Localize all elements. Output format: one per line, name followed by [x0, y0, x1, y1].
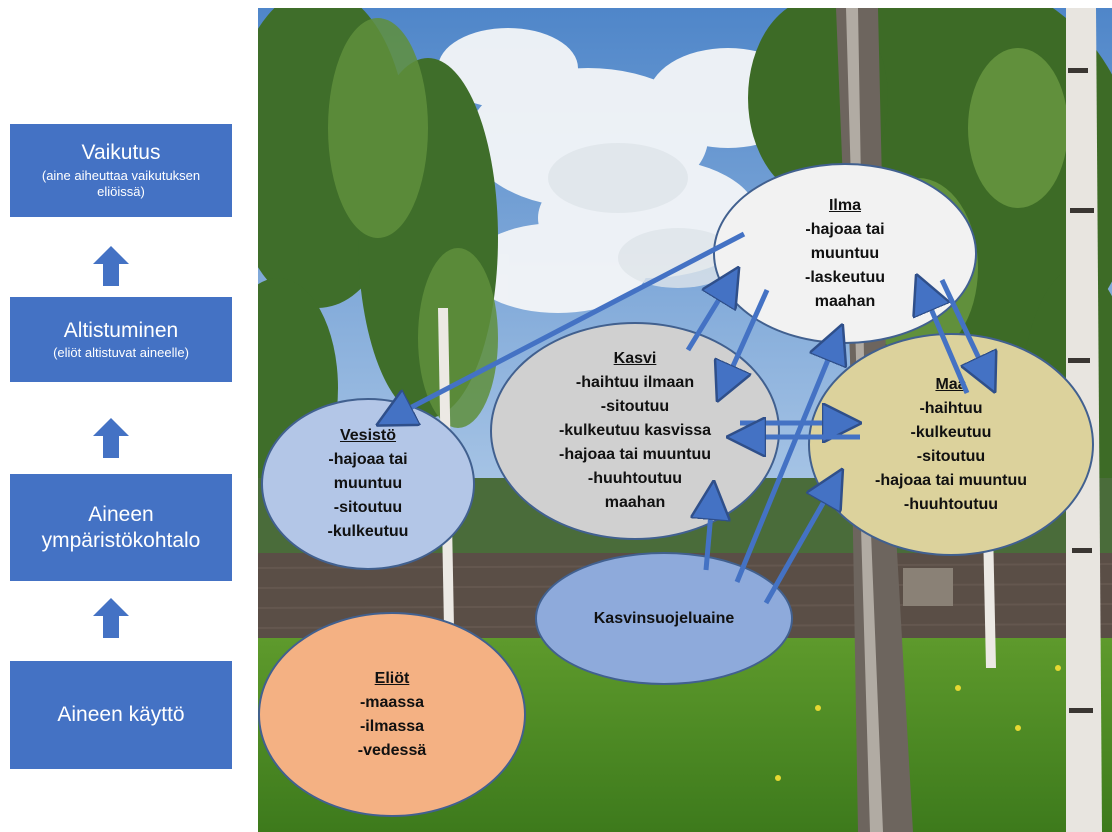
arrow-kasvinsuojeluaine-to-maa: [763, 477, 838, 605]
flow-step-vaikutus: Vaikutus (aine aiheuttaa vaikutuksen eli…: [10, 124, 232, 217]
compartment-line: -kulkeutuu: [910, 423, 992, 441]
compartment-line: -hajoaa tai: [328, 451, 408, 468]
flow-step-title: Vaikutus: [81, 141, 161, 165]
up-arrow-icon: [93, 598, 129, 638]
flow-step-title: Aineen käyttö: [57, 703, 185, 727]
compartment-line: -hajoaa tai muuntuu: [875, 471, 1027, 489]
flow-step-note: (aine aiheuttaa vaikutuksen eliöissä): [41, 168, 201, 200]
compartment-line: -huuhtoutuu: [587, 470, 683, 487]
compartment-line: -ilmassa: [359, 717, 425, 735]
compartment-title: Eliöt: [374, 669, 410, 687]
flow-step-note: (eliöt altistuvat aineelle): [53, 345, 189, 361]
compartment-title: Vesistö: [339, 427, 397, 444]
compartment-line: muuntuu: [810, 244, 880, 262]
compartment-kasvinsuojeluaine: Kasvinsuojeluaine: [535, 552, 793, 685]
compartment-line: -sitoutuu: [600, 398, 670, 415]
compartment-title: Ilma: [828, 196, 861, 214]
compartment-title: Kasvi: [613, 350, 657, 367]
compartment-line: -vedessä: [357, 741, 427, 759]
arrow-ilma-to-vesisto: [385, 231, 746, 421]
compartment-line: -maassa: [359, 693, 425, 711]
arrow-kasvinsuojeluaine-to-kasvi: [706, 490, 713, 571]
arrow-ilma-to-kasvi: [721, 288, 770, 393]
compartment-line: -haihtuu ilmaan: [575, 374, 695, 391]
compartment-vesisto: Vesistö -hajoaa tai muuntuu -sitoutuu -k…: [261, 398, 475, 570]
flow-step-altistuminen: Altistuminen (eliöt altistuvat aineelle): [10, 297, 232, 382]
compartment-title: Kasvinsuojeluaine: [593, 609, 735, 627]
compartment-eliot: Eliöt -maassa -ilmassa -vedessä: [258, 612, 526, 817]
compartment-line: -sitoutuu: [333, 499, 403, 516]
compartment-line: -sitoutuu: [916, 447, 986, 465]
compartment-line: -kulkeutuu kasvissa: [558, 422, 712, 439]
arrow-kasvi-to-ilma: [685, 275, 734, 352]
up-arrow-icon: [93, 418, 129, 458]
up-arrow-icon: [93, 246, 129, 286]
compartment-line: -laskeutuu: [804, 268, 885, 286]
compartment-line: muuntuu: [333, 475, 403, 492]
flow-step-aineen-kaytto: Aineen käyttö: [10, 661, 232, 769]
compartment-line: -hajoaa tai muuntuu: [559, 446, 711, 463]
compartment-line: -haihtuu: [919, 399, 983, 417]
arrow-maa-to-ilma: [920, 283, 970, 394]
compartment-line: maahan: [814, 292, 876, 310]
compartment-maa: Maa -haihtuu -kulkeutuu -sitoutuu -hajoa…: [808, 333, 1094, 556]
compartment-line: -huuhtoutuu: [903, 495, 999, 513]
arrow-kasvinsuojeluaine-to-ilma: [734, 333, 839, 583]
compartment-line: maahan: [604, 494, 666, 511]
flow-step-title: Altistuminen: [63, 318, 179, 342]
flow-step-ymparistokohtalo: Aineen ympäristökohtalo: [10, 474, 232, 581]
flow-step-title: Aineen ympäristökohtalo: [41, 502, 201, 552]
compartment-line: -kulkeutuu: [327, 523, 409, 540]
arrow-ilma-to-maa: [939, 278, 991, 384]
compartment-line: -hajoaa tai: [805, 220, 885, 238]
